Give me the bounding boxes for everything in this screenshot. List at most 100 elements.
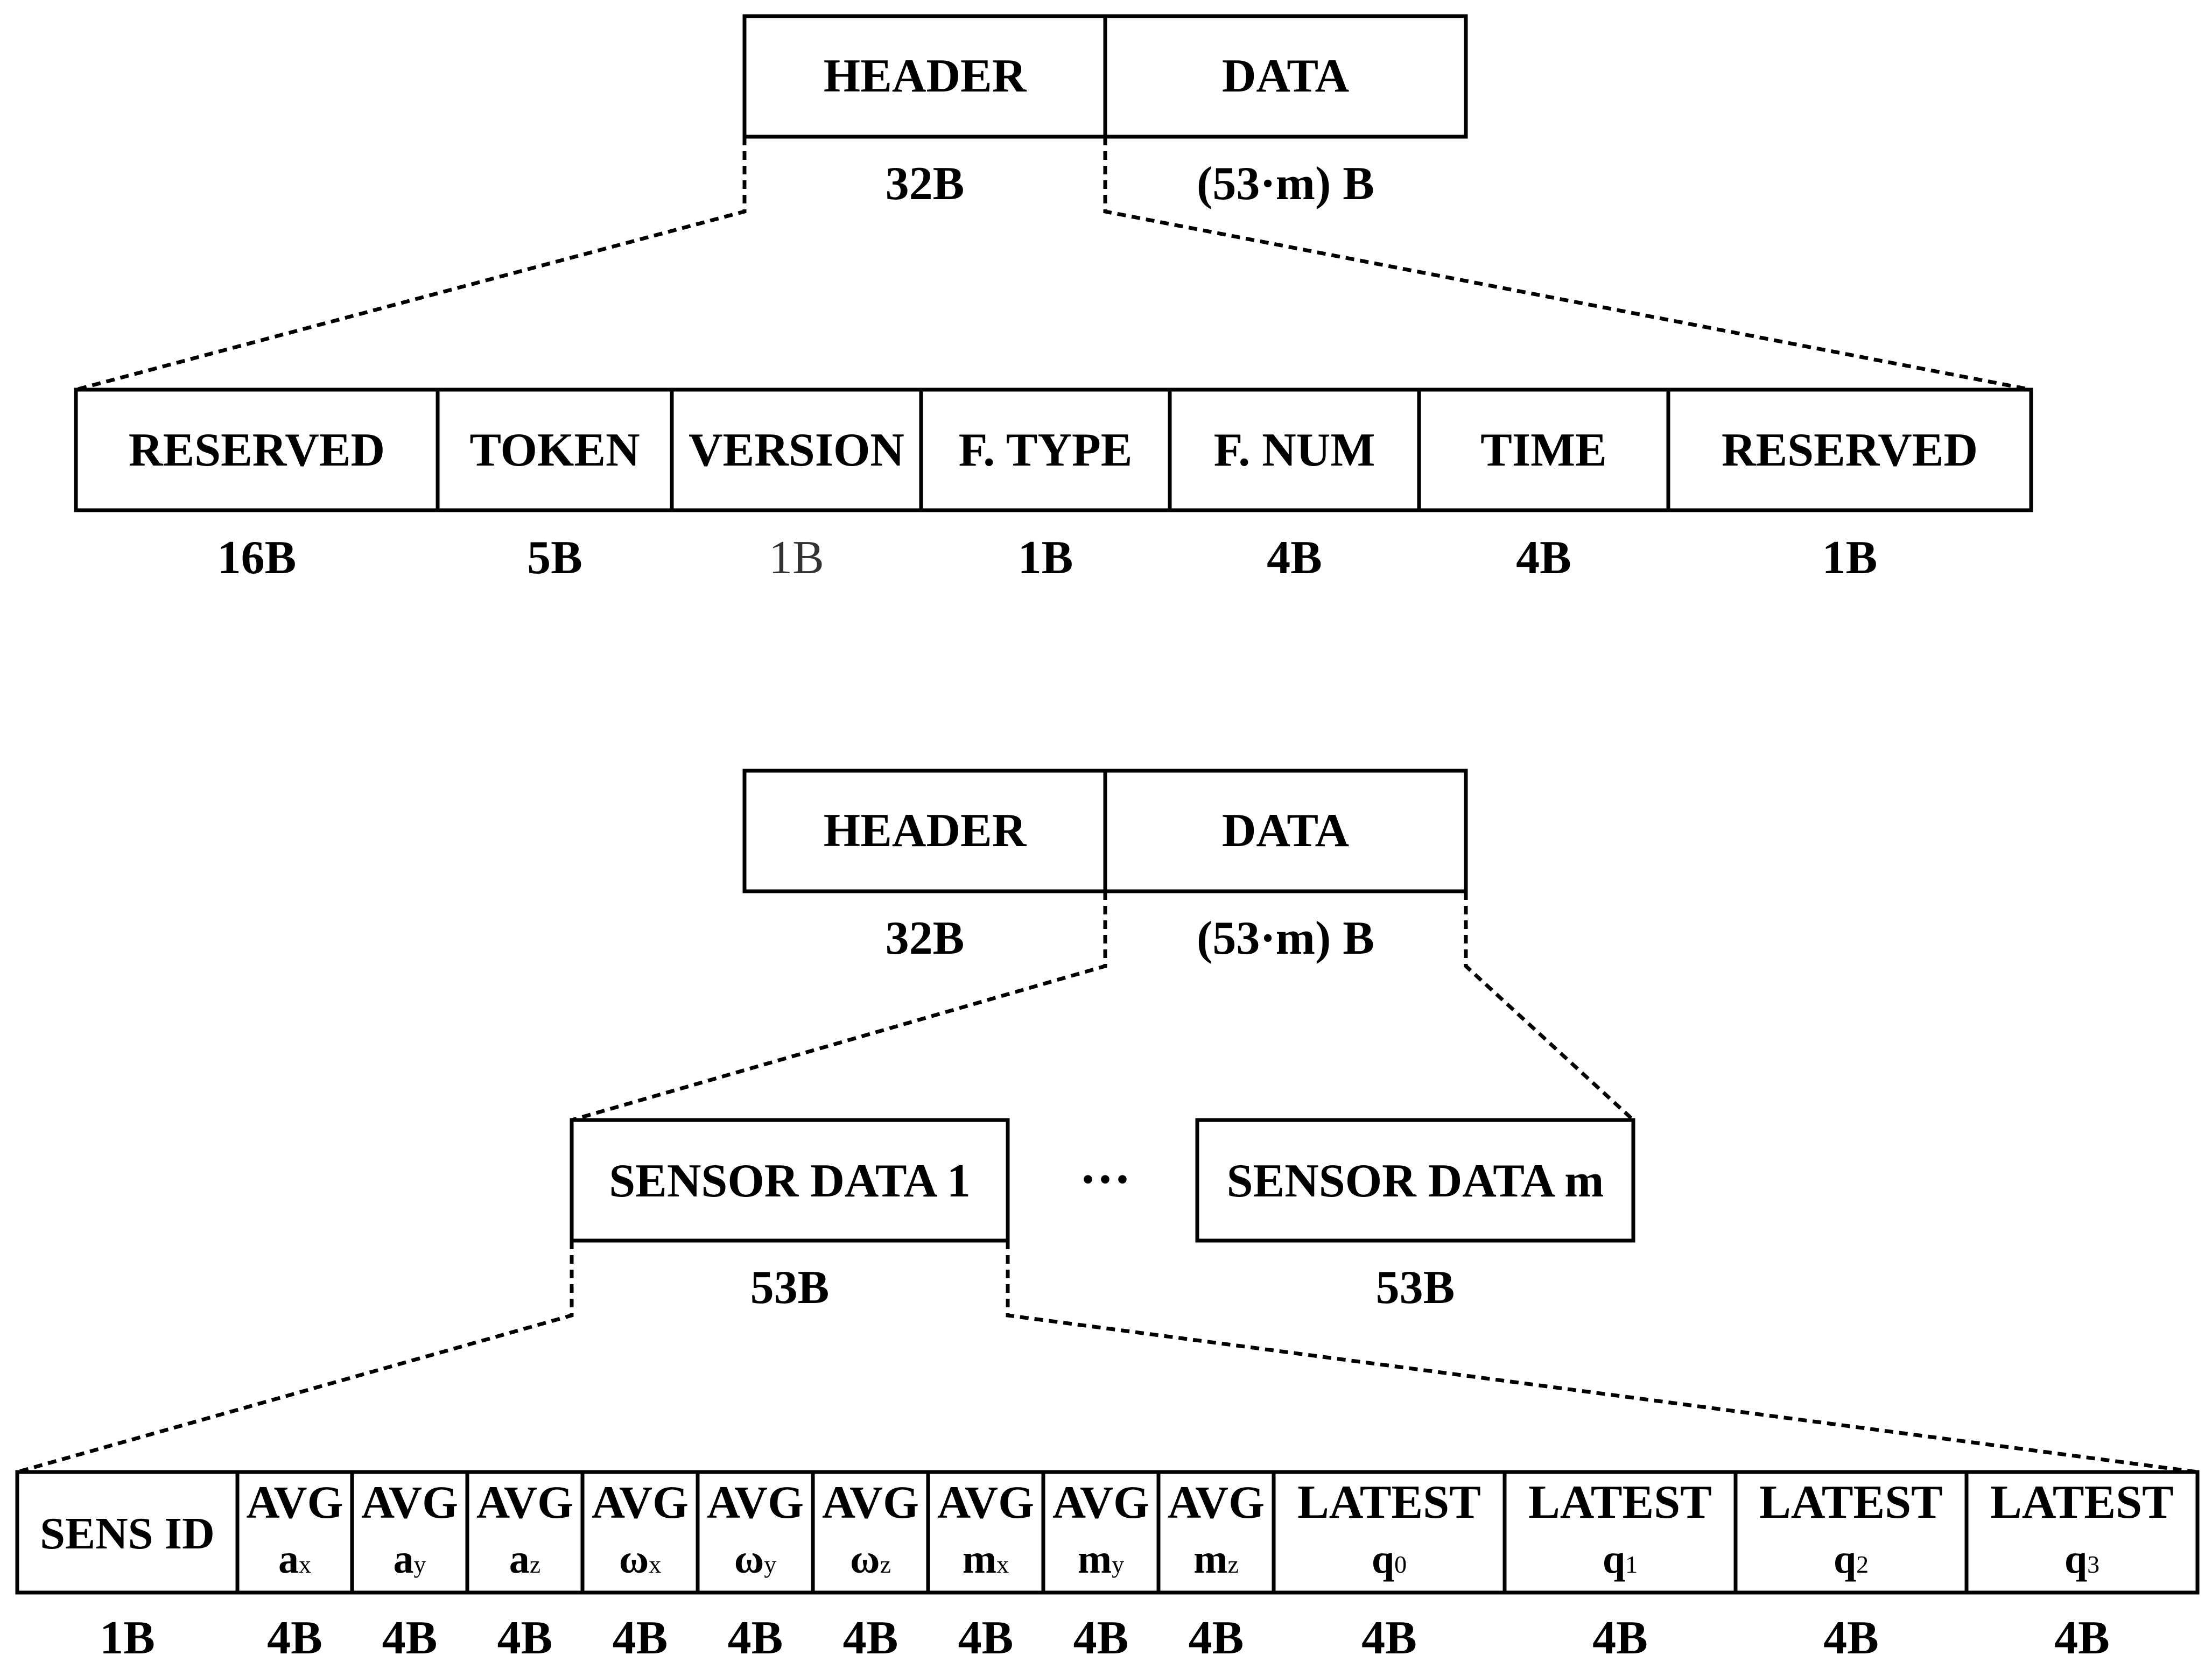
sensor-field-label: AVG [707,1476,804,1528]
sensor-field-symbol-base: a [394,1537,414,1582]
sensor-data-1-label: SENSOR DATA 1 [609,1155,971,1207]
sensor-field-symbol: ax [278,1537,311,1582]
sensor-field-label: LATEST [1297,1476,1481,1529]
sensor-field-size: 4B [497,1612,553,1664]
sensor-field-symbol: mx [963,1537,1009,1582]
sensor-field-symbol: q0 [1372,1537,1407,1582]
sensor-field-symbol-base: ω [734,1537,764,1582]
sensor-field-size: 4B [1823,1612,1879,1664]
sensor-field-size: 4B [1361,1612,1417,1664]
sensor-field-symbol-subscript: x [299,1551,311,1578]
sensor-field-symbol-subscript: x [649,1551,661,1578]
sensor-field-symbol: my [1078,1537,1124,1582]
sensor-field-symbol-subscript: 0 [1394,1551,1407,1578]
bottom-packet: HEADER DATA 32B (53·m) B [742,769,1468,964]
bottom-header-size: 32B [886,912,965,964]
sensor-field-symbol-base: a [278,1537,299,1582]
header-field-size: 1B [1018,532,1073,584]
sensor-field-size: 4B [1592,1612,1648,1664]
expand-line-sensor-right [1006,1241,2198,1474]
sensor-field-label: LATEST [1528,1476,1712,1529]
sensor-field-size: 4B [2054,1612,2110,1664]
sensor-field-symbol-base: m [1078,1537,1112,1582]
header-field-size: 1B [769,532,824,584]
sensor-field-label: SENS ID [40,1509,214,1559]
sensor-field-symbol-base: q [1372,1537,1394,1582]
expand-line-data-left [571,891,1107,1122]
sensor-fields-row: SENS ID1BAVGax4BAVGay4BAVGaz4BAVGωx4BAVG… [15,1470,2200,1664]
sensor-field-size: 1B [100,1612,155,1664]
sensor-field-symbol-subscript: z [530,1551,540,1578]
header-field-box [1666,388,2033,512]
header-field-label: TOKEN [469,424,640,476]
sensor-field-symbol-subscript: z [880,1551,891,1578]
expand-line-header-right [1103,137,2032,392]
sensor-field-label: AVG [592,1476,689,1528]
header-field-label: F. TYPE [959,424,1133,476]
bottom-data-box [1103,769,1468,893]
sensor-field-box [465,1470,585,1595]
sensor-field-symbol-base: m [963,1537,996,1582]
sensor-field-size: 4B [613,1612,668,1664]
sensor-field-size: 4B [382,1612,438,1664]
sensor-field-size: 4B [1189,1612,1244,1664]
sensor-data-1-box [570,1118,1010,1243]
sensor-field-symbol-subscript: 3 [2087,1551,2099,1578]
sensor-field-symbol-subscript: 1 [1625,1551,1638,1578]
sensor-field-label: AVG [822,1476,919,1528]
sensor-field-size: 4B [1073,1612,1129,1664]
sensor-field-symbol-base: q [1603,1537,1625,1582]
sensor-data-1-size: 53B [750,1262,830,1314]
sensor-data-m-label: SENSOR DATA m [1227,1155,1604,1207]
top-header-size: 32B [886,158,965,210]
sensor-field-box [1041,1470,1161,1595]
sensor-blocks-row: SENSOR DATA 1 53B ··· SENSOR DATA m 53B [570,1118,1635,1314]
sensor-field-box [926,1470,1045,1595]
header-field-box [1168,388,1421,512]
sensor-field-symbol-subscript: 2 [1856,1551,1869,1578]
sensor-field-size: 4B [958,1612,1014,1664]
sensor-field-label: AVG [361,1476,458,1528]
sensor-field-symbol: q2 [1834,1537,1869,1582]
sensor-field-box [696,1470,815,1595]
sensor-field-symbol-base: q [1834,1537,1856,1582]
top-packet: HEADER DATA 32B (53·m) B [742,14,1468,210]
expand-line-header-left [75,137,747,392]
top-data-size: (53·m) B [1197,158,1374,210]
sensor-field-symbol: ωx [619,1537,662,1582]
header-field-size: 4B [1267,532,1322,584]
sensor-field-symbol-base: q [2064,1537,2087,1582]
sensor-field-symbol-base: m [1193,1537,1227,1582]
sensor-field-symbol: ωz [850,1537,891,1582]
ellipsis: ··· [1079,1150,1131,1208]
sensor-field-size: 4B [267,1612,322,1664]
sensor-field-symbol-subscript: x [996,1551,1009,1578]
bottom-data-label: DATA [1222,805,1349,857]
header-field-size: 4B [1516,532,1571,584]
header-field-box [1417,388,1670,512]
sensor-field-symbol: ωy [734,1537,777,1582]
header-field-label: RESERVED [129,424,385,476]
sensor-field-symbol: q1 [1603,1537,1638,1582]
sensor-field-label: AVG [1168,1476,1265,1528]
sensor-field-label: AVG [937,1476,1034,1528]
sensor-field-box [350,1470,469,1595]
top-header-box [742,14,1107,139]
sensor-field-box [1502,1470,1738,1595]
sensor-field-symbol-subscript: y [764,1551,776,1578]
sensor-field-symbol-base: ω [850,1537,880,1582]
sensor-field-box [1964,1470,2200,1595]
header-field-size: 16B [217,532,297,584]
top-data-box [1103,14,1468,139]
sensor-field-box [1733,1470,1969,1595]
sensor-field-symbol: ay [394,1537,426,1582]
sensor-field-label: LATEST [1990,1476,2174,1529]
header-field-size: 5B [527,532,582,584]
header-field-label: VERSION [689,424,904,476]
bottom-header-label: HEADER [824,805,1027,857]
sensor-field-size: 4B [843,1612,898,1664]
sensor-field-symbol-base: a [509,1537,530,1582]
sensor-field-symbol-subscript: z [1227,1551,1238,1578]
